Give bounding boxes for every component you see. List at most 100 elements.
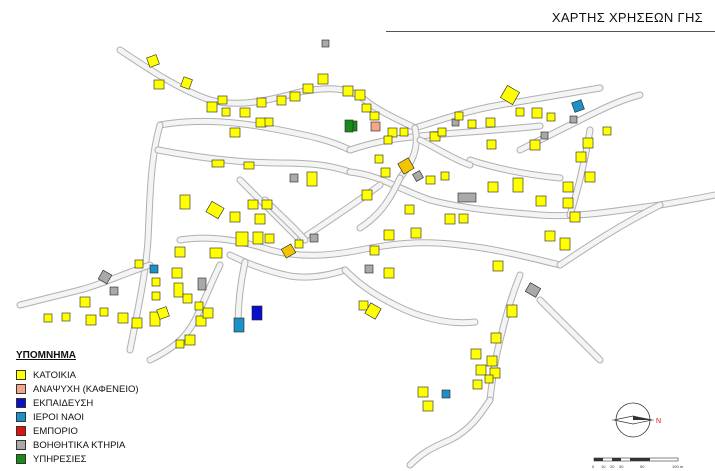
residence-building xyxy=(383,135,393,145)
legend-label: ΕΜΠΟΡΙΟ xyxy=(33,425,78,437)
residence-building xyxy=(361,189,373,201)
residence-building xyxy=(179,194,191,210)
auxiliary-building xyxy=(289,173,299,183)
residence-building xyxy=(221,107,231,117)
residence-building xyxy=(205,200,225,220)
road-segment-fill xyxy=(467,157,563,181)
cafe-building xyxy=(370,121,381,132)
residence-building xyxy=(206,101,218,113)
auxiliary-building xyxy=(109,286,119,296)
residence-building xyxy=(151,277,161,287)
legend-swatch xyxy=(16,454,26,464)
residence-building xyxy=(559,237,571,251)
residence-building xyxy=(489,367,501,379)
legend-swatch xyxy=(16,370,26,380)
residence-building xyxy=(584,171,596,183)
services-building xyxy=(344,119,354,133)
scale-tick-label: 100 m xyxy=(672,464,684,469)
road-segment-fill xyxy=(342,267,478,326)
residence-building xyxy=(383,229,395,241)
residence-building xyxy=(61,312,71,322)
auxiliary-building xyxy=(197,277,207,291)
church-building xyxy=(233,317,245,333)
residence-building xyxy=(85,314,97,326)
residence-building xyxy=(229,211,241,223)
church-building xyxy=(149,264,159,274)
residence-building xyxy=(387,127,398,138)
residence-building xyxy=(180,76,193,90)
road-segment-fill xyxy=(557,202,663,268)
residence-building xyxy=(195,315,207,327)
legend-item-churches: ΙΕΡΟΙ ΝΑΟΙ xyxy=(16,410,139,424)
residence-building xyxy=(264,117,274,127)
legend-label: ΥΠΗΡΕΣΙΕΣ xyxy=(33,453,87,465)
residence-building xyxy=(472,379,483,390)
church-building xyxy=(571,99,585,113)
auxiliary-building xyxy=(569,115,578,124)
residence-building xyxy=(399,127,409,137)
residence-building xyxy=(544,230,556,242)
residence-building xyxy=(243,161,255,170)
residence-building xyxy=(99,307,109,317)
residence-building xyxy=(79,296,91,308)
scale-tick-label: 30 xyxy=(619,464,624,469)
residence-building xyxy=(417,386,429,398)
residence-building xyxy=(171,267,183,279)
residence-building xyxy=(174,246,186,258)
residence-building xyxy=(531,107,543,119)
residence-building xyxy=(467,119,477,129)
road-segment-fill xyxy=(17,262,153,308)
scale-tick-label: 20 xyxy=(610,464,615,469)
residence-building xyxy=(575,151,587,163)
legend-swatch xyxy=(16,398,26,408)
residence-building xyxy=(194,301,204,311)
building-layer xyxy=(43,39,612,412)
road-segment-fill xyxy=(537,297,603,363)
legend-item-auxiliary: ΒΟΗΘΗΤΙΚΑ ΚΤΗΡΙΑ xyxy=(16,438,139,452)
residence-building xyxy=(485,117,496,128)
legend-label: ΙΕΡΟΙ ΝΑΟΙ xyxy=(33,411,85,423)
residence-building xyxy=(383,267,395,279)
legend-swatch xyxy=(16,426,26,436)
auxiliary-building xyxy=(412,170,424,182)
legend-item-recreation: ΑΝΑΨΥΧΗ (ΚΑΦΕΝΕΙΟ) xyxy=(16,382,139,396)
auxiliary-building xyxy=(321,39,330,48)
road-segment-fill xyxy=(237,177,303,243)
residence-building xyxy=(410,227,422,239)
auxiliary-building xyxy=(540,131,549,140)
legend-swatch xyxy=(16,440,26,450)
residence-building xyxy=(342,85,354,97)
residence-building xyxy=(317,73,329,85)
compass-rose: N xyxy=(612,402,661,438)
residence-building xyxy=(490,332,502,344)
residence-building xyxy=(487,181,499,193)
road-segment-fill xyxy=(417,137,473,168)
legend-item-services: ΥΠΗΡΕΣΙΕΣ xyxy=(16,452,139,466)
residence-building xyxy=(217,95,228,105)
road-segment-fill xyxy=(155,147,353,175)
residence-building xyxy=(358,300,369,311)
residence-building xyxy=(209,247,223,259)
residence-building xyxy=(255,117,267,128)
residence-building xyxy=(256,97,267,108)
residence-building xyxy=(440,171,450,181)
residence-building xyxy=(354,89,366,101)
road-segment xyxy=(341,266,479,327)
residence-building xyxy=(437,127,447,137)
residence-building xyxy=(529,139,541,151)
legend-label: ΑΝΑΨΥΧΗ (ΚΑΦΕΝΕΙΟ) xyxy=(33,383,139,395)
north-label: N xyxy=(656,418,661,425)
road-segment-fill xyxy=(397,125,419,181)
auxiliary-building xyxy=(97,269,113,285)
residence-building xyxy=(276,95,287,106)
residence-building xyxy=(235,231,249,247)
residence-building xyxy=(173,282,184,298)
scale-tick-label: 10 xyxy=(601,464,606,469)
title-divider xyxy=(386,31,715,32)
residence-building xyxy=(562,197,574,209)
residence-building xyxy=(486,139,497,150)
residence-building xyxy=(182,293,193,304)
legend: ΥΠΟΜΝΗΜΑ ΚΑΤΟΙΚΙΑ ΑΝΑΨΥΧΗ (ΚΑΦΕΝΕΙΟ) ΕΚΠ… xyxy=(16,350,139,466)
residence-building xyxy=(151,291,161,301)
residence-building xyxy=(229,127,241,138)
